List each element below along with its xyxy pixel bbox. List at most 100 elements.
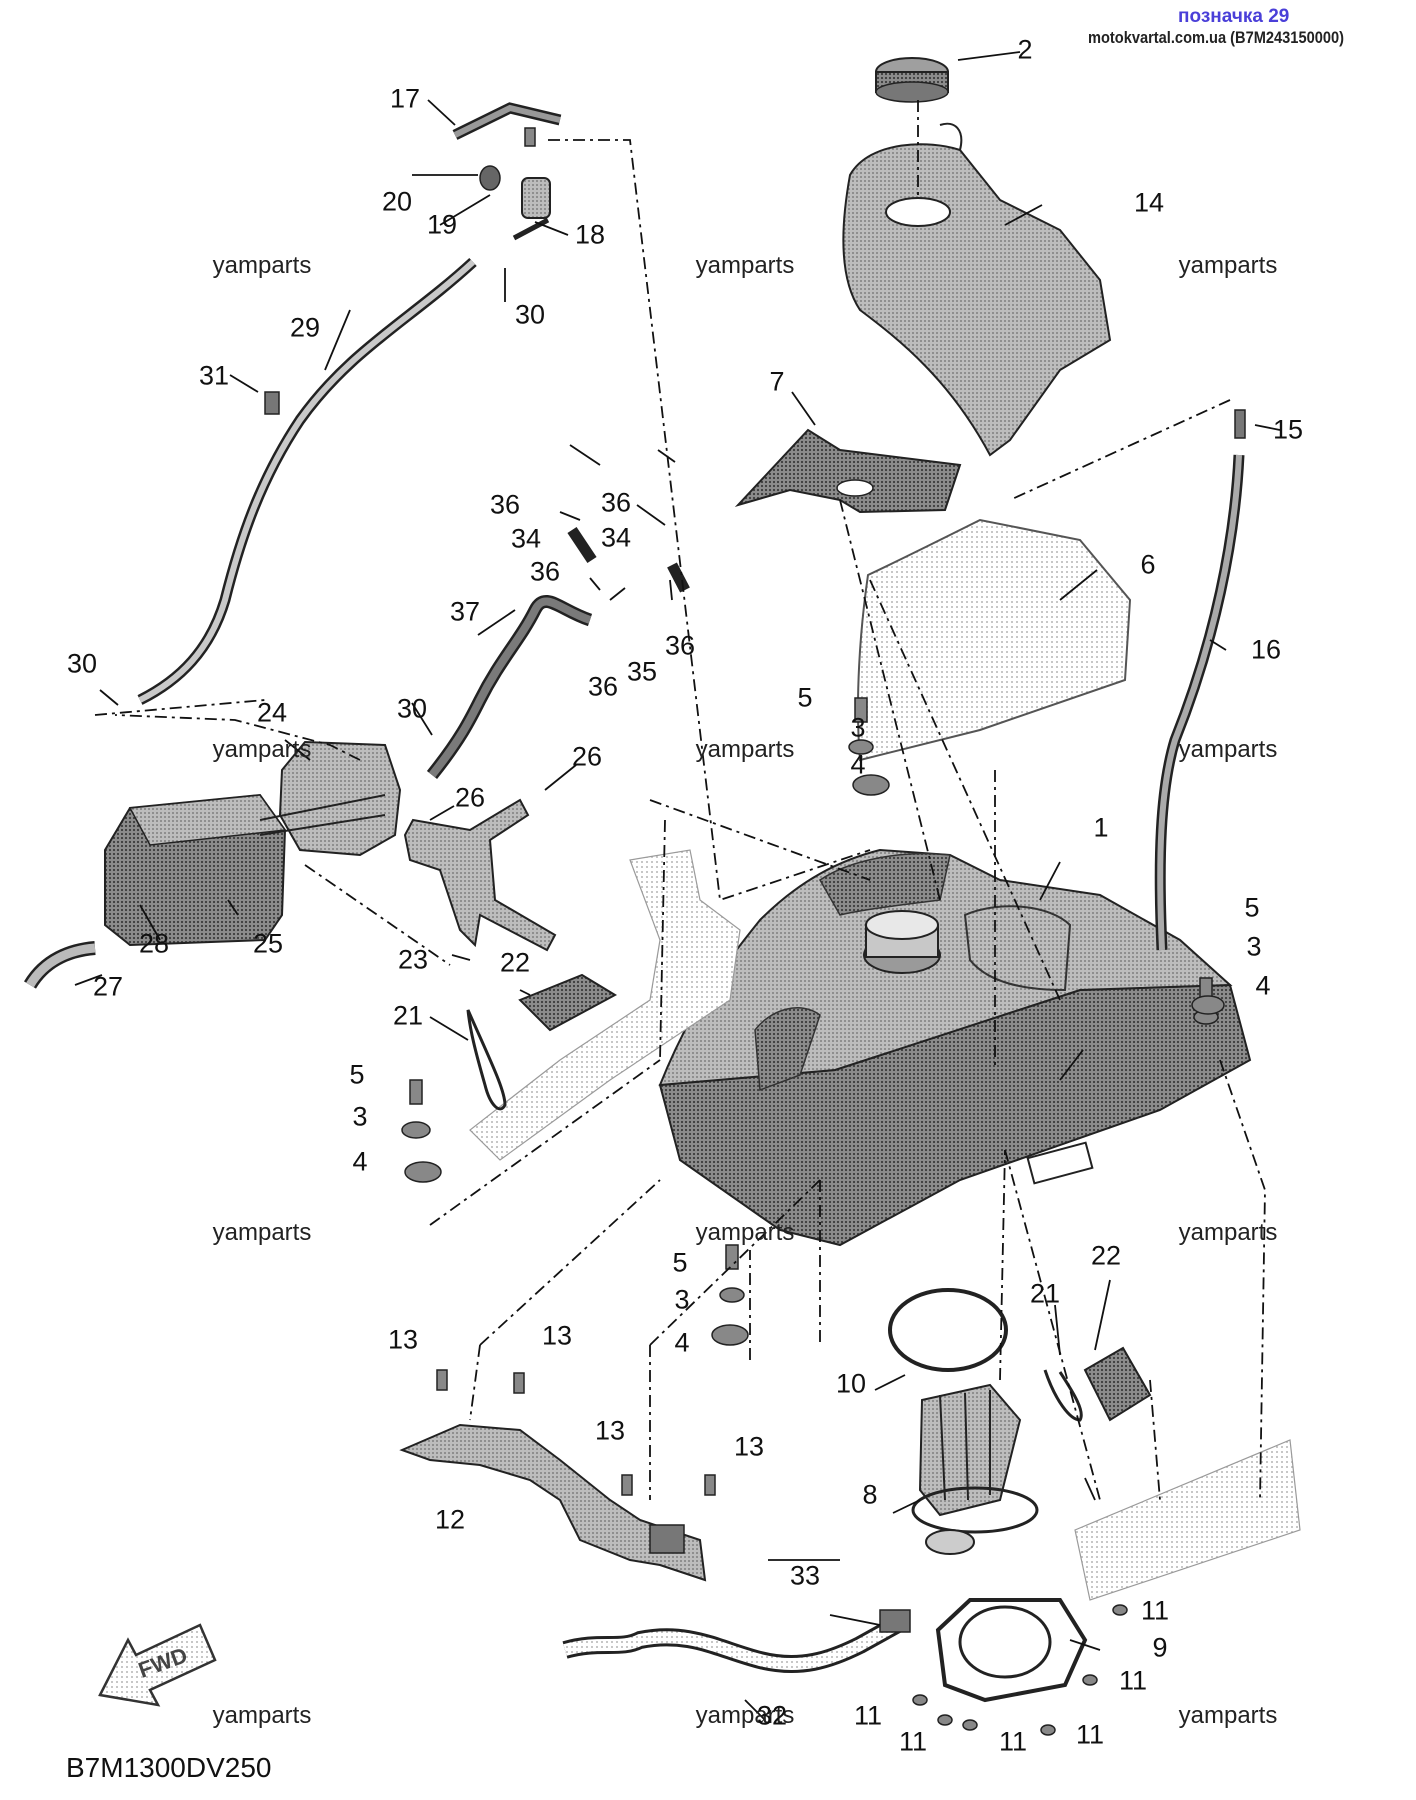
callout-23: 23 xyxy=(397,944,429,975)
callout-30: 30 xyxy=(514,299,546,330)
callout-36: 36 xyxy=(529,556,561,587)
watermark: yamparts xyxy=(695,252,795,279)
breather-assembly xyxy=(452,102,562,241)
fuel-pump xyxy=(911,1383,1039,1555)
pump-gasket xyxy=(888,1288,1008,1372)
tank-top-cover xyxy=(842,122,1112,457)
callout-3: 3 xyxy=(674,1284,690,1315)
callout-3: 3 xyxy=(1246,931,1262,962)
watermark: yamparts xyxy=(212,252,312,279)
callout-15: 15 xyxy=(1272,414,1304,445)
callout-36: 36 xyxy=(587,671,619,702)
callout-22: 22 xyxy=(499,947,531,978)
callout-31: 31 xyxy=(198,360,230,391)
callout-3: 3 xyxy=(850,712,866,743)
watermark: yamparts xyxy=(695,1219,795,1246)
assembly-lines xyxy=(94,100,1266,1501)
pump-retainer xyxy=(935,1598,1088,1703)
callout-19: 19 xyxy=(426,209,458,240)
frame-outline xyxy=(469,849,1301,1601)
callout-36: 36 xyxy=(664,630,696,661)
callout-22: 22 xyxy=(1090,1240,1122,1271)
callout-26: 26 xyxy=(571,741,603,772)
callout-21: 21 xyxy=(1029,1278,1061,1309)
breather-hose xyxy=(137,257,477,705)
callout-36: 36 xyxy=(489,489,521,520)
callout-5: 5 xyxy=(672,1247,688,1278)
watermark: yamparts xyxy=(212,736,312,763)
watermark: yamparts xyxy=(1178,736,1278,763)
callout-13: 13 xyxy=(594,1415,626,1446)
callout-30: 30 xyxy=(66,648,98,679)
callout-21: 21 xyxy=(392,1000,424,1031)
page-title: позначка 29 xyxy=(1178,6,1290,27)
fasteners xyxy=(401,697,1225,1736)
callout-35: 35 xyxy=(626,656,658,687)
drain-hose xyxy=(1154,409,1246,951)
callout-11: 11 xyxy=(998,1726,1028,1757)
callout-6: 6 xyxy=(1140,549,1156,580)
lower-bracket xyxy=(399,1423,707,1582)
callout-24: 24 xyxy=(256,697,288,728)
watermark: yamparts xyxy=(695,736,795,763)
fuel-cap xyxy=(875,57,949,103)
forward-arrow-icon xyxy=(98,1623,217,1707)
callout-17: 17 xyxy=(389,83,421,114)
callout-12: 12 xyxy=(434,1504,466,1535)
callout-30: 30 xyxy=(396,693,428,724)
watermark: yamparts xyxy=(1178,1219,1278,1246)
callout-5: 5 xyxy=(1244,892,1260,923)
callout-11: 11 xyxy=(853,1700,883,1731)
callout-34: 34 xyxy=(510,523,542,554)
callout-8: 8 xyxy=(862,1479,878,1510)
callout-13: 13 xyxy=(541,1320,573,1351)
callout-13: 13 xyxy=(387,1324,419,1355)
leader-lines xyxy=(74,51,1281,1721)
callout-33: 33 xyxy=(789,1560,821,1591)
fuel-tank xyxy=(658,848,1252,1247)
diagram-code: B7M1300DV250 xyxy=(66,1752,272,1783)
watermark: yamparts xyxy=(212,1219,312,1246)
callout-11: 11 xyxy=(1140,1595,1170,1626)
callout-18: 18 xyxy=(574,219,606,250)
callout-4: 4 xyxy=(1255,970,1271,1001)
callout-28: 28 xyxy=(138,928,170,959)
callout-2: 2 xyxy=(1017,34,1033,65)
protector-pad xyxy=(857,518,1132,762)
watermark: yamparts xyxy=(212,1702,312,1729)
watermark: yamparts xyxy=(695,1702,795,1729)
callout-4: 4 xyxy=(674,1327,690,1358)
callout-4: 4 xyxy=(850,749,866,780)
watermark: yamparts xyxy=(1178,1702,1278,1729)
canister-bracket xyxy=(403,798,557,952)
charcoal-canister xyxy=(23,740,402,989)
fuel-hose xyxy=(562,1609,911,1674)
callout-34: 34 xyxy=(600,522,632,553)
callout-37: 37 xyxy=(449,596,481,627)
callout-14: 14 xyxy=(1133,187,1165,218)
callout-10: 10 xyxy=(835,1368,867,1399)
callout-11: 11 xyxy=(898,1726,928,1757)
callout-11: 11 xyxy=(1118,1665,1148,1696)
callout-7: 7 xyxy=(769,366,785,397)
callout-20: 20 xyxy=(381,186,413,217)
watermark: yamparts xyxy=(1178,252,1278,279)
callout-32: 32 xyxy=(756,1700,788,1731)
callout-13: 13 xyxy=(733,1431,765,1462)
callout-5: 5 xyxy=(797,682,813,713)
callout-29: 29 xyxy=(289,312,321,343)
clamp-and-pad xyxy=(466,973,1152,1422)
callout-4: 4 xyxy=(352,1146,368,1177)
callout-5: 5 xyxy=(349,1059,365,1090)
source-reference: motokvartal.com.ua (B7M243150000) xyxy=(1088,28,1344,47)
callout-16: 16 xyxy=(1250,634,1282,665)
callout-9: 9 xyxy=(1152,1632,1168,1663)
tank-bracket xyxy=(734,428,962,514)
callout-27: 27 xyxy=(92,971,124,1002)
callout-1: 1 xyxy=(1093,812,1109,843)
callout-11: 11 xyxy=(1075,1719,1105,1750)
callout-25: 25 xyxy=(252,928,284,959)
callout-3: 3 xyxy=(352,1101,368,1132)
callout-36: 36 xyxy=(600,487,632,518)
